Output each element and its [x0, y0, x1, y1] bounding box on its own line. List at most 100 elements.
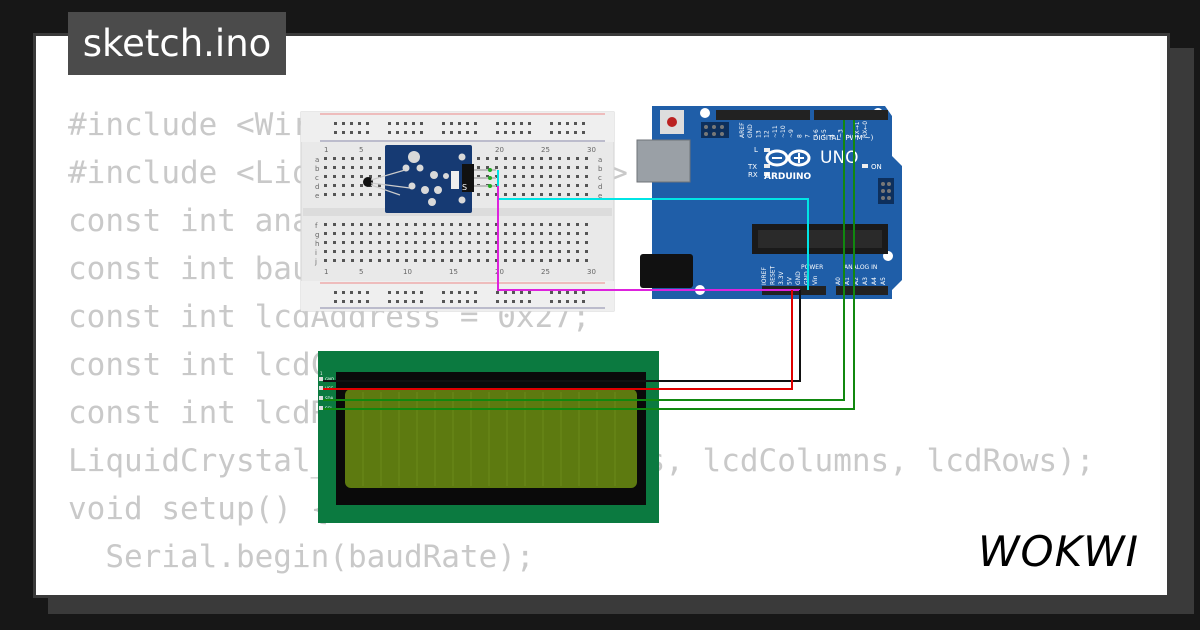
breadboard-hole[interactable] [351, 232, 354, 235]
breadboard-hole[interactable] [477, 232, 480, 235]
breadboard-hole[interactable] [450, 259, 453, 262]
breadboard-hole[interactable] [442, 131, 445, 134]
breadboard-hole[interactable] [324, 250, 327, 253]
breadboard-hole[interactable] [566, 300, 569, 303]
breadboard-hole[interactable] [504, 223, 507, 226]
breadboard-hole[interactable] [350, 131, 353, 134]
breadboard-hole[interactable] [334, 131, 337, 134]
breadboard-hole[interactable] [442, 122, 445, 125]
wire-lcd-gnd[interactable] [323, 290, 801, 382]
breadboard-hole[interactable] [567, 175, 570, 178]
breadboard-hole[interactable] [366, 300, 369, 303]
breadboard-hole[interactable] [369, 241, 372, 244]
breadboard-hole[interactable] [550, 291, 553, 294]
breadboard-hole[interactable] [351, 259, 354, 262]
breadboard-hole[interactable] [378, 259, 381, 262]
wire-lcd-sda[interactable] [323, 120, 845, 401]
breadboard-hole[interactable] [574, 122, 577, 125]
breadboard-hole[interactable] [342, 122, 345, 125]
breadboard-hole[interactable] [450, 122, 453, 125]
breadboard-hole[interactable] [333, 166, 336, 169]
breadboard-hole[interactable] [558, 300, 561, 303]
breadboard-hole[interactable] [540, 166, 543, 169]
breadboard-hole[interactable] [351, 175, 354, 178]
breadboard-hole[interactable] [567, 184, 570, 187]
breadboard-hole[interactable] [441, 259, 444, 262]
breadboard-hole[interactable] [350, 291, 353, 294]
breadboard-hole[interactable] [531, 223, 534, 226]
breadboard-hole[interactable] [405, 223, 408, 226]
breadboard-hole[interactable] [412, 300, 415, 303]
breadboard-hole[interactable] [477, 259, 480, 262]
breadboard-hole[interactable] [567, 241, 570, 244]
breadboard-hole[interactable] [387, 232, 390, 235]
breadboard-hole[interactable] [477, 193, 480, 196]
breadboard-hole[interactable] [558, 232, 561, 235]
breadboard-hole[interactable] [549, 166, 552, 169]
breadboard-hole[interactable] [531, 232, 534, 235]
breadboard-hole[interactable] [512, 300, 515, 303]
breadboard-hole[interactable] [513, 241, 516, 244]
breadboard-hole[interactable] [466, 131, 469, 134]
breadboard-hole[interactable] [540, 250, 543, 253]
breadboard-hole[interactable] [441, 223, 444, 226]
breadboard-hole[interactable] [522, 223, 525, 226]
sketch-tab[interactable]: sketch.ino [68, 12, 286, 75]
breadboard-hole[interactable] [495, 241, 498, 244]
breadboard-hole[interactable] [324, 232, 327, 235]
breadboard-hole[interactable] [378, 157, 381, 160]
breadboard-hole[interactable] [369, 250, 372, 253]
breadboard-hole[interactable] [585, 241, 588, 244]
breadboard-hole[interactable] [459, 223, 462, 226]
breadboard-hole[interactable] [405, 259, 408, 262]
breadboard-hole[interactable] [423, 223, 426, 226]
breadboard-hole[interactable] [396, 131, 399, 134]
breadboard-hole[interactable] [474, 122, 477, 125]
breadboard-hole[interactable] [360, 241, 363, 244]
breadboard-hole[interactable] [404, 131, 407, 134]
breadboard-hole[interactable] [369, 232, 372, 235]
breadboard-hole[interactable] [324, 241, 327, 244]
breadboard-hole[interactable] [528, 291, 531, 294]
breadboard-hole[interactable] [432, 250, 435, 253]
breadboard-hole[interactable] [378, 223, 381, 226]
breadboard-hole[interactable] [351, 250, 354, 253]
breadboard-hole[interactable] [369, 166, 372, 169]
breadboard-hole[interactable] [477, 166, 480, 169]
breadboard-hole[interactable] [414, 232, 417, 235]
breadboard-hole[interactable] [576, 175, 579, 178]
breadboard-hole[interactable] [531, 166, 534, 169]
breadboard-hole[interactable] [486, 157, 489, 160]
breadboard-hole[interactable] [513, 166, 516, 169]
breadboard-hole[interactable] [468, 223, 471, 226]
breadboard-hole[interactable] [531, 184, 534, 187]
breadboard-hole[interactable] [360, 193, 363, 196]
breadboard-hole[interactable] [387, 259, 390, 262]
breadboard-hole[interactable] [477, 157, 480, 160]
breadboard-hole[interactable] [585, 250, 588, 253]
breadboard-hole[interactable] [549, 259, 552, 262]
breadboard-hole[interactable] [567, 157, 570, 160]
breadboard-hole[interactable] [486, 223, 489, 226]
breadboard-hole[interactable] [423, 241, 426, 244]
breadboard-hole[interactable] [540, 259, 543, 262]
breadboard-hole[interactable] [550, 131, 553, 134]
breadboard-hole[interactable] [567, 250, 570, 253]
breadboard-hole[interactable] [528, 122, 531, 125]
breadboard-hole[interactable] [334, 122, 337, 125]
breadboard-hole[interactable] [342, 241, 345, 244]
breadboard-hole[interactable] [585, 166, 588, 169]
breadboard-hole[interactable] [414, 241, 417, 244]
breadboard-hole[interactable] [423, 232, 426, 235]
breadboard-hole[interactable] [360, 232, 363, 235]
breadboard-hole[interactable] [366, 131, 369, 134]
breadboard-hole[interactable] [396, 259, 399, 262]
breadboard-hole[interactable] [324, 175, 327, 178]
breadboard-hole[interactable] [450, 291, 453, 294]
breadboard-hole[interactable] [396, 223, 399, 226]
breadboard-hole[interactable] [350, 300, 353, 303]
breadboard-hole[interactable] [495, 175, 498, 178]
breadboard-hole[interactable] [360, 184, 363, 187]
breadboard-hole[interactable] [495, 166, 498, 169]
breadboard-hole[interactable] [441, 241, 444, 244]
